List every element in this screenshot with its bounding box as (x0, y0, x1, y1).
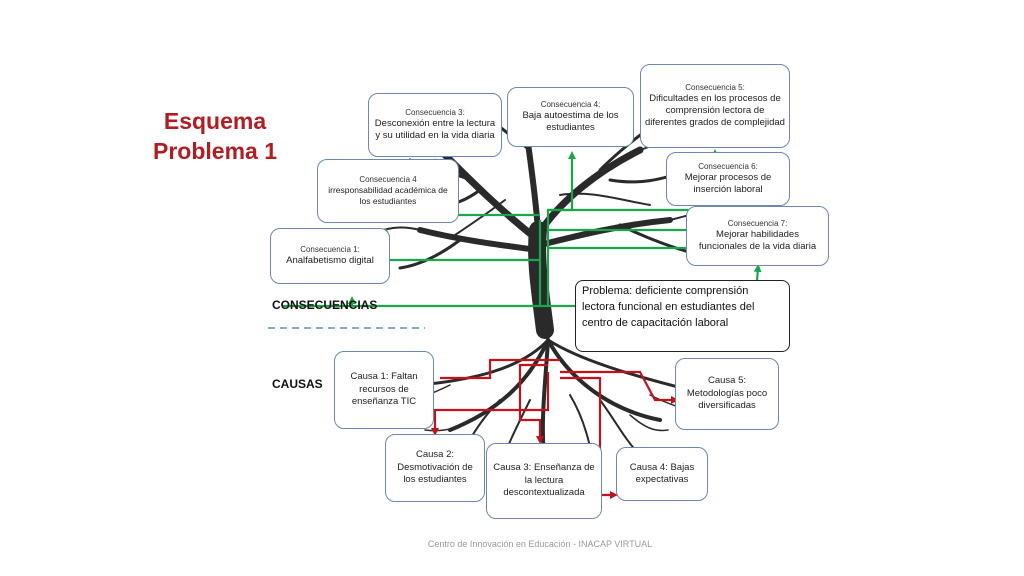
cause-arrows (431, 358, 679, 499)
consequence-heading: Consecuencia 6: (698, 162, 758, 171)
consequence-box-5: Consecuencia 5: Dificultades en los proc… (640, 64, 790, 148)
footer-credit: Centro de Innovación en Educación - INAC… (427, 539, 653, 549)
consequences-section-label: CONSECUENCIAS (272, 298, 378, 312)
title-line-2: Problema 1 (153, 138, 277, 164)
cause-box-2: Causa 2: Desmotivación de los estudiante… (385, 434, 485, 502)
consequence-text: Desconexión entre la lectura y su utilid… (374, 118, 496, 141)
consequence-text: irresponsabilidad académica de los estud… (328, 185, 448, 206)
consequence-box-1: Consecuencia 1: Analfabetismo digital (270, 228, 390, 284)
cause-box-4: Causa 4: Bajas expectativas (616, 447, 708, 501)
consequence-text: Baja autoestima de los estudiantes (522, 110, 619, 133)
consequence-box-4: Consecuencia 4: Baja autoestima de los e… (507, 87, 634, 147)
cause-text: Causa 4: Bajas expectativas (629, 461, 695, 486)
consequence-text: Mejorar habilidades funcionales de la vi… (698, 229, 817, 252)
consequence-box-3: Consecuencia 3: Desconexión entre la lec… (368, 93, 502, 157)
consequence-heading: Consecuencia 3: (405, 108, 465, 117)
diagram-title: Esquema Problema 1 (150, 106, 280, 166)
causes-section-label: CAUSAS (272, 377, 323, 391)
title-line-1: Esquema (163, 108, 267, 134)
consequence-heading: Consecuencia 4: (540, 100, 601, 109)
consequence-box-7: Consecuencia 7: Mejorar habilidades func… (686, 206, 829, 266)
consequence-heading: Consecuencia 5: (685, 83, 745, 92)
consequence-box-6: Consecuencia 6: Mejorar procesos de inse… (666, 152, 790, 206)
consequence-text: Dificultades en los procesos de comprens… (645, 93, 785, 128)
cause-text: Causa 3: Enseñanza de la lectura descont… (493, 462, 595, 499)
consequence-heading: Consecuencia 1: (300, 245, 360, 254)
cause-box-5: Causa 5: Metodologías poco diversificada… (675, 358, 779, 430)
consequence-heading: Consecuencia 4 (359, 175, 417, 184)
consequence-text: Analfabetismo digital (286, 255, 374, 266)
consequence-heading: Consecuencia 7: (727, 219, 788, 228)
cause-box-1: Causa 1: Faltan recursos de enseñanza TI… (334, 351, 434, 429)
consequence-box-4b: Consecuencia 4 irresponsabilidad académi… (317, 159, 459, 223)
cause-box-3: Causa 3: Enseñanza de la lectura descont… (486, 443, 602, 519)
problem-text: Problema: deficiente comprensión lectora… (582, 285, 755, 329)
problem-box: Problema: deficiente comprensión lectora… (575, 280, 790, 352)
consequence-text: Mejorar procesos de inserción laboral (684, 172, 772, 195)
cause-text: Causa 2: Desmotivación de los estudiante… (397, 449, 473, 486)
cause-text: Causa 1: Faltan recursos de enseñanza TI… (350, 371, 418, 408)
cause-text: Causa 5: Metodologías poco diversificada… (686, 375, 768, 412)
